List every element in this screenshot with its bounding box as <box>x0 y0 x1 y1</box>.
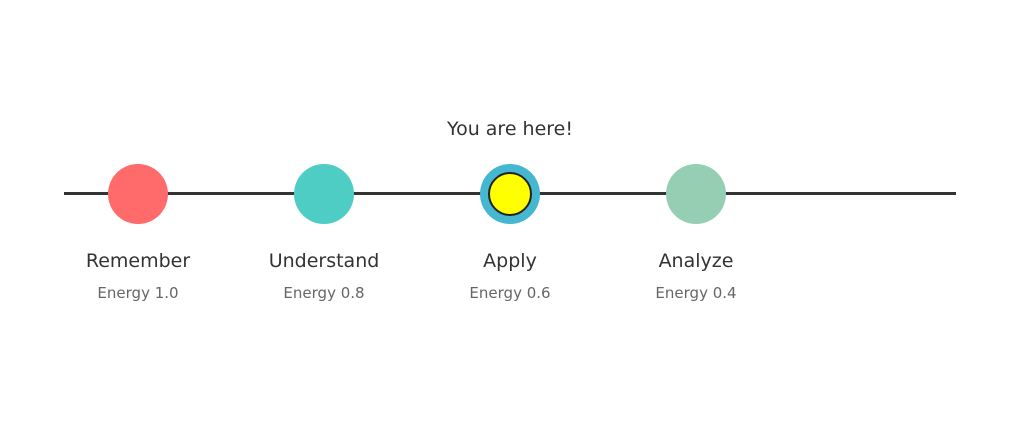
energy-label-analyze: Energy 0.4 <box>655 284 737 302</box>
stage-node-understand <box>294 164 354 224</box>
stage-node-analyze <box>666 164 726 224</box>
energy-label-remember: Energy 1.0 <box>97 284 179 302</box>
stage-label-analyze: Analyze <box>658 250 734 272</box>
stage-label-understand: Understand <box>268 250 380 272</box>
stage-label-apply: Apply <box>483 250 537 272</box>
energy-label-apply: Energy 0.6 <box>469 284 551 302</box>
you-are-here-label: You are here! <box>447 118 573 140</box>
stage-node-remember <box>108 164 168 224</box>
energy-label-understand: Energy 0.8 <box>283 284 365 302</box>
stage-node-apply-current <box>480 164 540 224</box>
stage-label-remember: Remember <box>85 250 191 272</box>
current-stage-inner-dot <box>488 172 532 216</box>
